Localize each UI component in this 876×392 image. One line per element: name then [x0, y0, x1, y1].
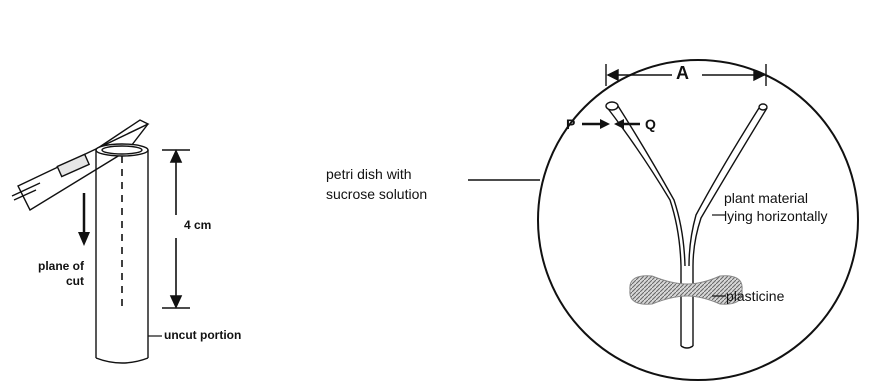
distance-a-label: A — [676, 63, 689, 83]
petri-dish-svg — [468, 59, 859, 381]
plant-tube — [95, 143, 149, 364]
point-p-label: P — [566, 116, 576, 132]
distance-a-dimension — [605, 64, 767, 86]
cutting-diagram-svg — [11, 119, 190, 364]
uncut-label: uncut portion — [164, 328, 242, 342]
cut-direction-arrow-icon — [78, 193, 90, 246]
plant-material — [605, 101, 768, 349]
point-q-label: Q — [645, 116, 656, 132]
p-arrow-icon — [582, 119, 610, 129]
plasticine-label: plasticine — [726, 288, 785, 304]
dish-label-line1: petri dish with — [326, 166, 412, 182]
length-dimension — [162, 149, 190, 309]
petri-dish-diagram: petri dish with sucrose solution A P Q p… — [300, 0, 876, 387]
scalpel-icon — [11, 119, 150, 211]
measure-label: 4 cm — [184, 218, 212, 232]
plane-label-line2: cut — [66, 274, 84, 288]
petri-dish-circle — [537, 59, 859, 381]
plasticine-blob — [629, 275, 743, 305]
plane-label-line1: plane of — [37, 259, 84, 273]
cutting-diagram: 4 cm plane of cut uncut portion — [0, 0, 300, 387]
plant-label-line1: plant material — [724, 190, 809, 206]
plant-label-line2: lying horizontally — [724, 208, 828, 224]
dish-label-line2: sucrose solution — [326, 186, 428, 202]
q-arrow-icon — [614, 119, 640, 129]
